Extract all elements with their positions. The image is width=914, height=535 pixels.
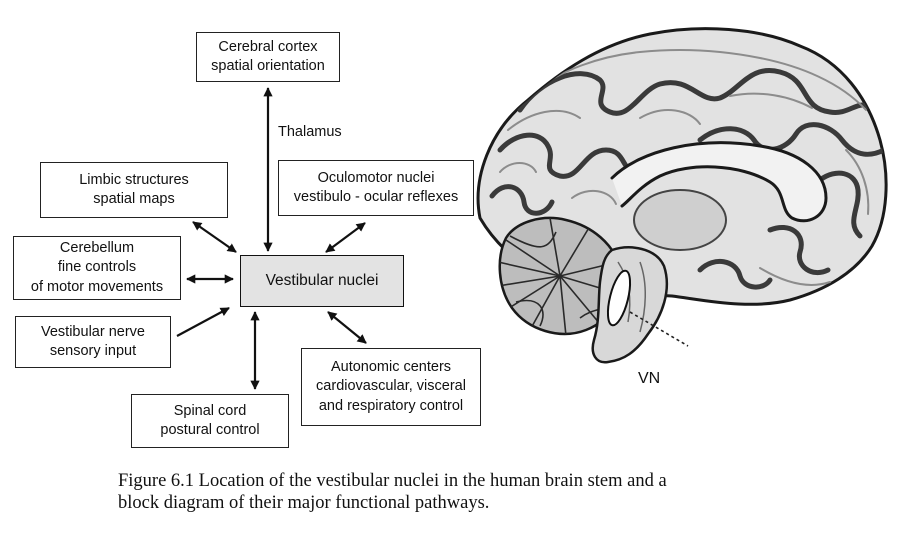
corpus-callosum <box>610 141 828 223</box>
cerebellum-line-1: Cerebellum <box>59 240 135 257</box>
arrow-limbic <box>192 221 237 253</box>
vestibular-nuclei-box: Vestibular nuclei <box>240 255 404 307</box>
autonomic-line-3: and respiratory control <box>318 397 464 414</box>
oculomotor-line-1: Oculomotor nuclei <box>317 169 435 186</box>
oculomotor-line-2: vestibulo - ocular reflexes <box>293 189 459 205</box>
autonomic-line-2: cardiovascular, visceral <box>316 378 466 395</box>
autonomic-line-1: Autonomic centers <box>330 359 452 376</box>
thalamus-region <box>633 189 727 251</box>
spinal-cord-line-1: Spinal cord <box>173 402 247 419</box>
figure-caption: Figure 6.1 Location of the vestibular nu… <box>118 470 898 514</box>
cerebellum-box: Cerebellum fine controls of motor moveme… <box>13 236 181 300</box>
arrow-oculomotor <box>325 222 366 253</box>
cerebral-cortex-box: Cerebral cortex spatial orientation <box>196 32 340 82</box>
caption-line-2: block diagram of their major functional … <box>118 493 490 514</box>
cerebellum-line-2: fine controls <box>57 259 137 276</box>
vn-pointer-line <box>629 311 689 347</box>
spinal-cord-box: Spinal cord postural control <box>131 394 289 448</box>
vestibular-nuclei-label: Vestibular nuclei <box>265 271 379 289</box>
thalamus-edge-label: Thalamus <box>278 124 342 140</box>
vestibular-nerve-line-2: sensory input <box>49 343 137 359</box>
vestibular-nerve-box: Vestibular nerve sensory input <box>15 316 171 368</box>
autonomic-centers-box: Autonomic centers cardiovascular, viscer… <box>301 348 481 426</box>
cerebellum-line-3: of motor movements <box>30 278 164 295</box>
arrow-autonomic <box>327 311 367 344</box>
caption-line-1: Figure 6.1 Location of the vestibular nu… <box>118 471 667 491</box>
cerebral-cortex-line-2: spatial orientation <box>211 58 325 74</box>
cerebral-cortex-line-1: Cerebral cortex <box>218 38 318 55</box>
oculomotor-nuclei-box: Oculomotor nuclei vestibulo - ocular ref… <box>278 160 474 216</box>
vn-label: VN <box>638 370 661 387</box>
limbic-line-2: spatial maps <box>93 191 175 207</box>
vestibular-nuclei-highlight <box>606 269 632 327</box>
vestibular-nerve-line-1: Vestibular nerve <box>41 323 145 340</box>
limbic-line-1: Limbic structures <box>79 171 189 188</box>
limbic-structures-box: Limbic structures spatial maps <box>40 162 228 218</box>
spinal-cord-line-2: postural control <box>160 422 260 438</box>
arrow-vestibular-nerve <box>176 307 230 337</box>
